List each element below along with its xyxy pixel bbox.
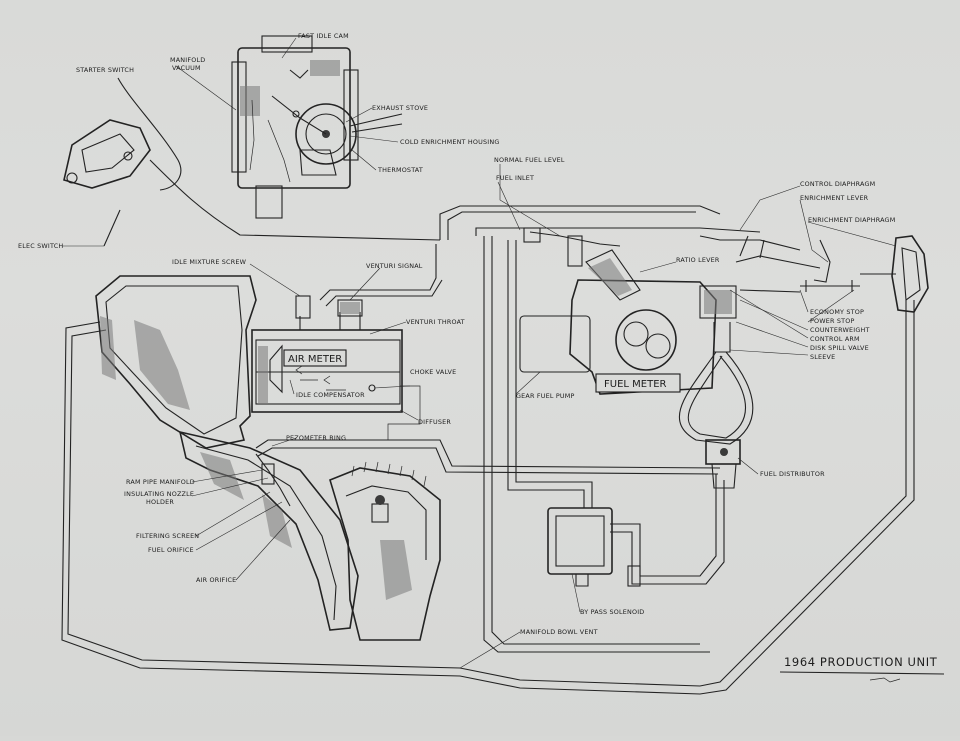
label-venturi-signal: VENTURI SIGNAL <box>366 262 423 270</box>
label-cold-enrichment-housing: COLD ENRICHMENT HOUSING <box>400 138 499 146</box>
label-pezometer-ring: PEZOMETER RING <box>286 434 346 442</box>
label-ratio-lever: RATIO LEVER <box>676 256 720 264</box>
label-idle-mixture-screw: IDLE MIXTURE SCREW <box>172 258 247 266</box>
label-idle-compensator: IDLE COMPENSATOR <box>296 391 365 399</box>
fuel-distributor-unit <box>705 439 741 489</box>
ram-pipe-manifold <box>178 430 441 641</box>
label-gear-fuel-pump: GEAR FUEL PUMP <box>516 392 575 400</box>
label-fuel-distributor: FUEL DISTRIBUTOR <box>760 470 825 478</box>
diagram-title: 1964 PRODUCTION UNIT <box>784 655 938 669</box>
cold-enrichment-assembly <box>231 35 403 219</box>
label-by-pass-solenoid: BY PASS SOLENOID <box>580 608 644 616</box>
enrichment-diaphragm-housing <box>860 235 929 313</box>
label-thermostat: THERMOSTAT <box>377 166 423 174</box>
label-fuel-inlet: FUEL INLET <box>496 174 534 182</box>
label-venturi-throat: VENTURI THROAT <box>406 318 465 326</box>
label-economy-stop: ECONOMY STOP <box>810 308 864 316</box>
by-pass-solenoid-unit <box>547 507 641 587</box>
label-elec-switch: ELEC SWITCH <box>18 242 63 250</box>
label-control-arm: CONTROL ARM <box>810 335 860 343</box>
fuel-line-network <box>61 205 915 695</box>
label-enrichment-diaphragm: ENRICHMENT DIAPHRAGM <box>808 216 895 224</box>
fuel-meter-body <box>519 227 860 395</box>
fuel-meter-box: FUEL METER <box>595 373 681 393</box>
label-ram-pipe-manifold: RAM PIPE MANIFOLD <box>126 478 195 486</box>
leader-lines <box>62 37 897 669</box>
label-disk-spill-valve: DISK SPILL VALVE <box>810 344 869 352</box>
label-air-orifice: AIR ORIFICE <box>196 576 236 584</box>
starter-switch-assembly <box>63 77 441 247</box>
title-block: 1964 PRODUCTION UNIT <box>779 655 945 683</box>
label-manifold-bowl-vent: MANIFOLD BOWL VENT <box>520 628 598 636</box>
label-sleeve: SLEEVE <box>810 353 835 361</box>
label-normal-fuel-level: NORMAL FUEL LEVEL <box>494 156 565 164</box>
label-starter-switch: STARTER SWITCH <box>76 66 134 74</box>
air-meter-box: AIR METER <box>283 349 347 367</box>
air-meter-label: AIR METER <box>288 354 342 365</box>
air-meter-body <box>95 275 421 449</box>
label-enrichment-lever: ENRICHMENT LEVER <box>800 194 869 202</box>
label-choke-valve: CHOKE VALVE <box>410 368 456 376</box>
label-diffuser: DIFFUSER <box>418 418 451 426</box>
label-power-stop: POWER STOP <box>810 317 855 325</box>
label-counterweight: COUNTERWEIGHT <box>810 326 870 334</box>
fuel-meter-label: FUEL METER <box>604 379 667 390</box>
label-exhaust-stove: EXHAUST STOVE <box>372 104 428 112</box>
label-fuel-orifice: FUEL ORIFICE <box>148 546 194 554</box>
label-filtering-screen: FILTERING SCREEN <box>136 532 199 540</box>
label-control-diaphragm: CONTROL DIAPHRAGM <box>800 180 875 188</box>
label-fast-idle-cam: FAST IDLE CAM <box>298 32 349 40</box>
